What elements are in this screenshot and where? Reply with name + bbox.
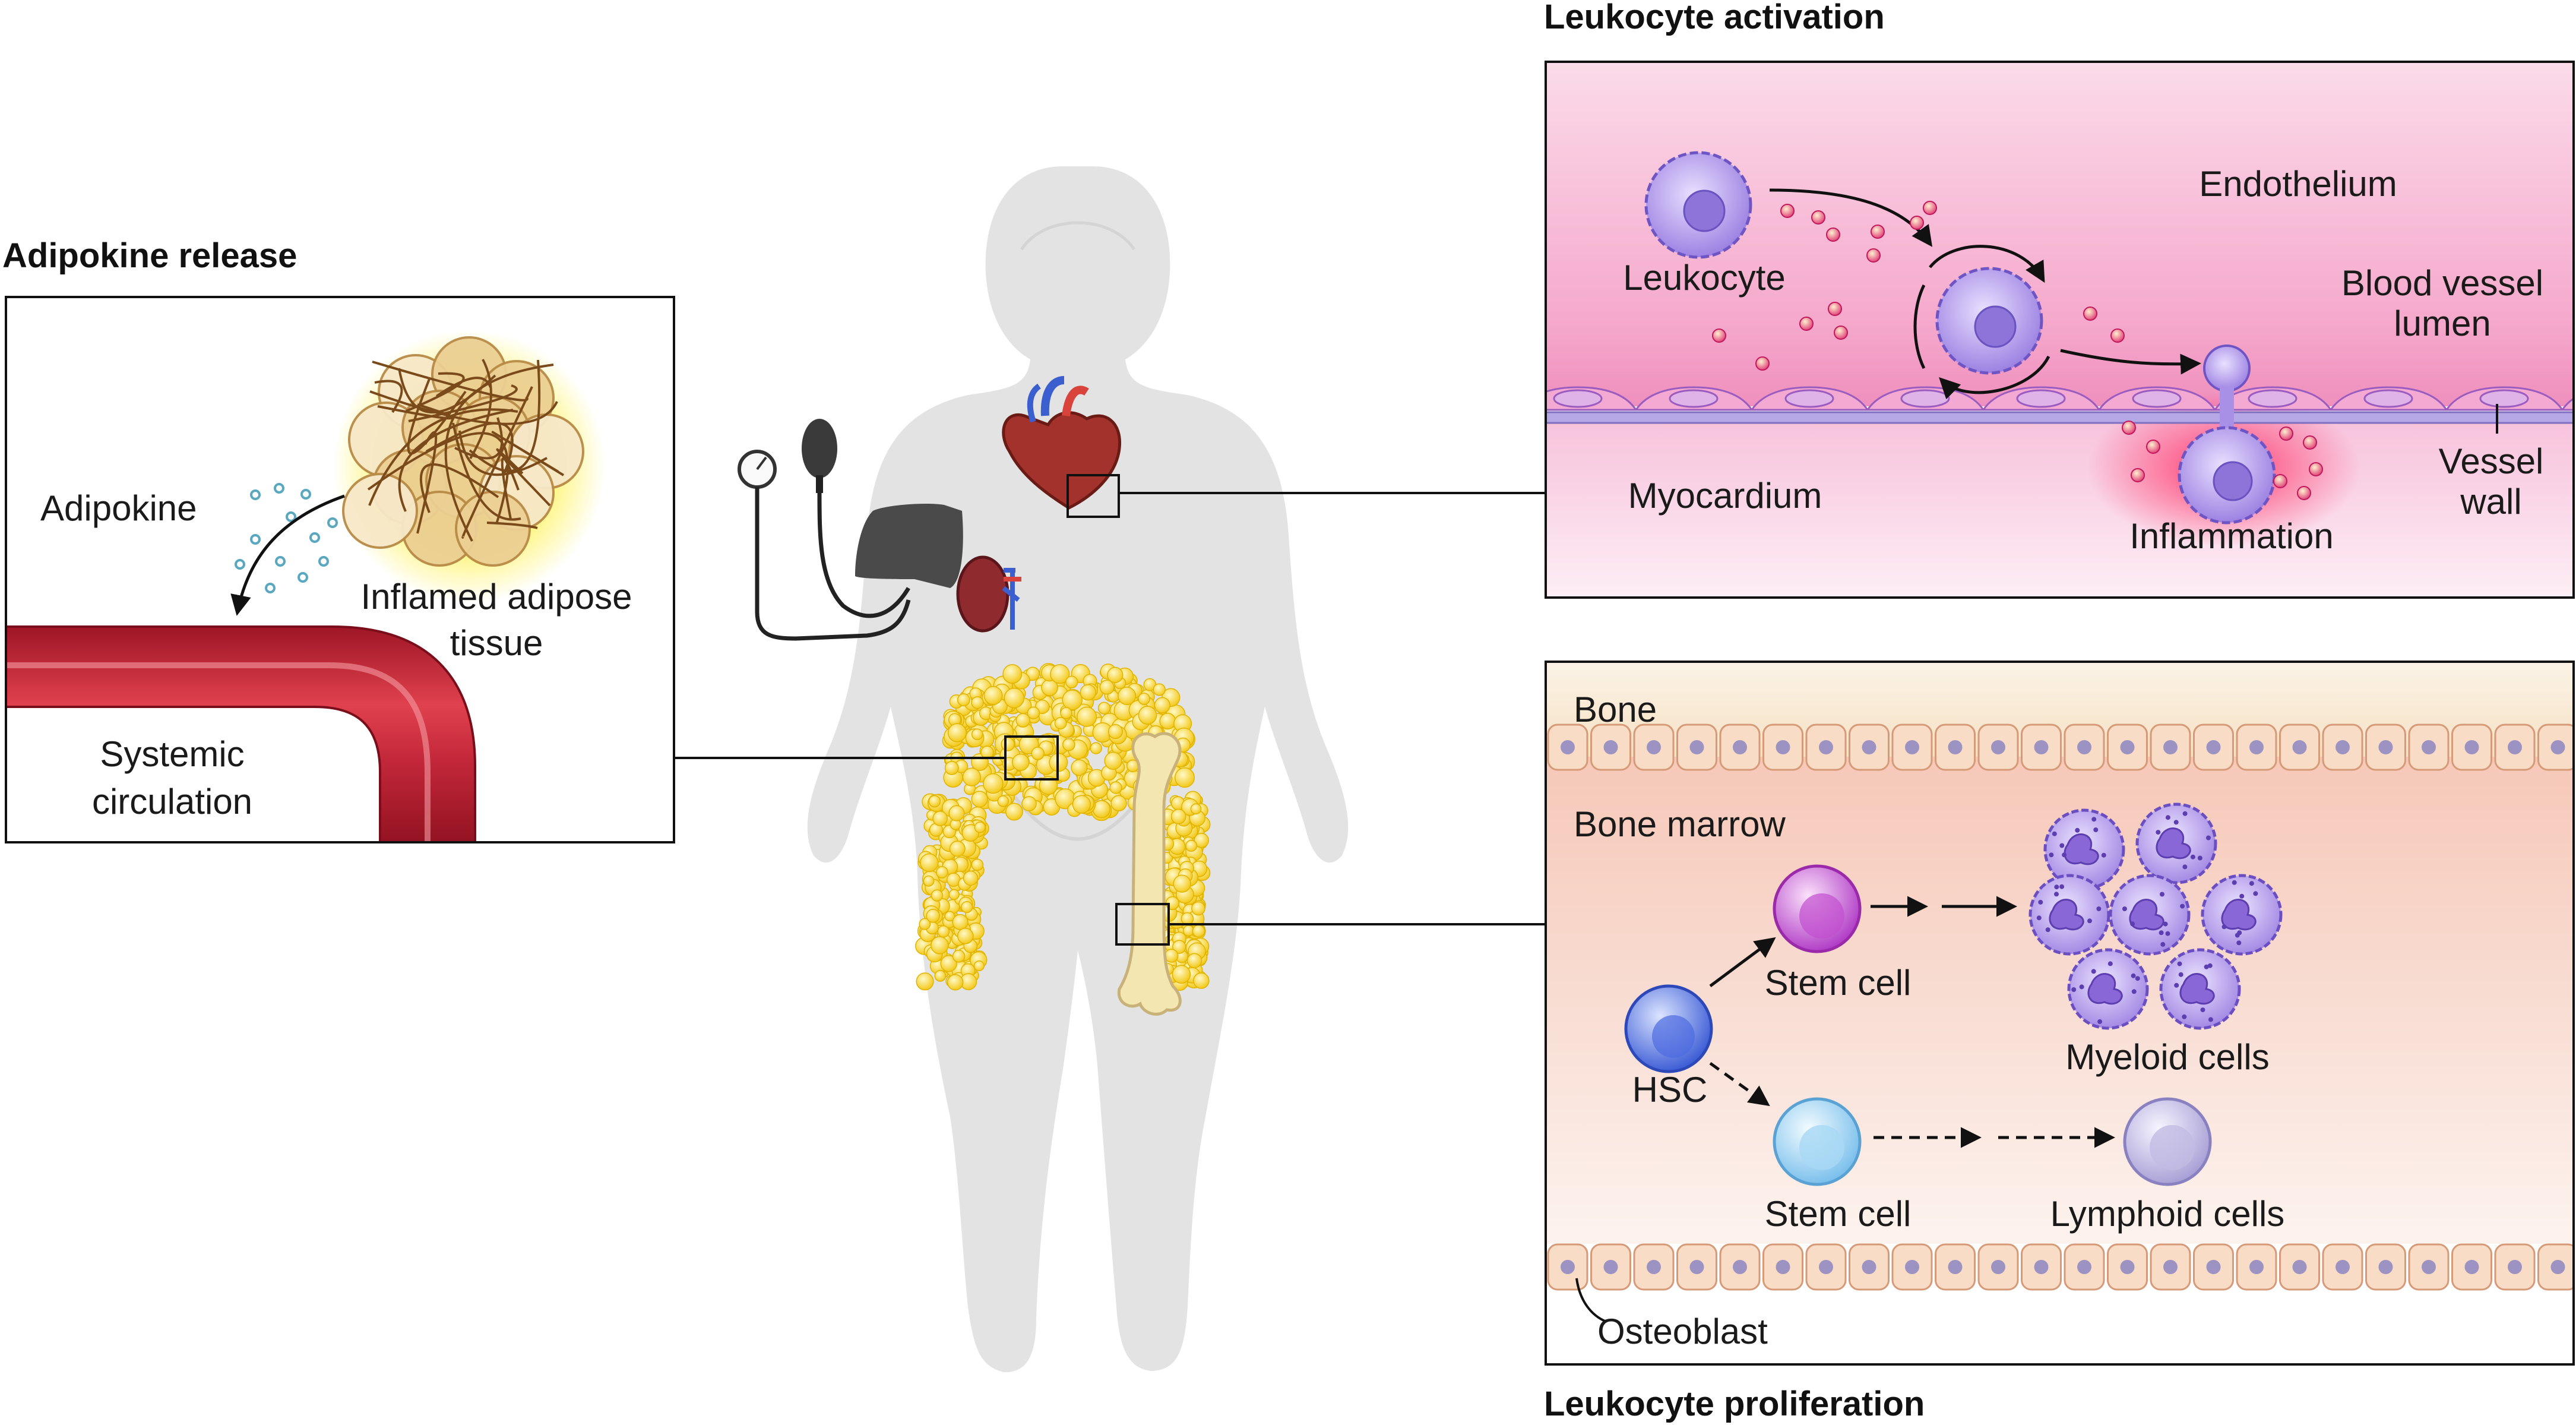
adipokine-panel (5, 296, 675, 843)
hsc-cell (1624, 984, 1713, 1073)
myeloid-label: Myeloid cells (2065, 1037, 2269, 1077)
hsc-label: HSC (1632, 1070, 1708, 1110)
lumen-label-line2: lumen (2394, 304, 2490, 343)
circulation-label-line1: Systemic (100, 734, 244, 774)
hsc-to-lymphoid-stem-arrow (1709, 1061, 1770, 1107)
circulation-label-line2: circulation (92, 782, 252, 821)
lumen-label-line1: Blood vessel (2341, 263, 2543, 303)
heart-callout-box (1067, 474, 1120, 518)
vessel-wall-label-line1: Vessel (2439, 441, 2544, 481)
inflamed-adipose-tissue (342, 336, 584, 567)
transmigrating-leukocyte (2178, 345, 2276, 524)
vessel-wall-label-line2: wall (2460, 482, 2521, 522)
adipokine-label: Adipokine (40, 488, 197, 528)
myeloid-stem-cell (1773, 864, 1862, 953)
leukocyte-label: Leukocyte (1623, 258, 1786, 298)
tissue-label-line1: Inflamed adipose (361, 577, 632, 617)
adipokine-particles (235, 483, 338, 593)
activation-panel-title: Leukocyte activation (1544, 0, 1885, 36)
proliferation-panel (1545, 661, 2575, 1366)
osteoblast-label: Osteoblast (1597, 1312, 1768, 1351)
osteoblast-row-bottom (1547, 1243, 2574, 1291)
blood-pressure-cuff-icon (738, 419, 963, 641)
lymphoid-label: Lymphoid cells (2050, 1194, 2285, 1234)
tissue-label-line2: tissue (450, 623, 543, 663)
adipokine-arrow (230, 494, 345, 616)
heart-icon (1002, 376, 1122, 510)
bone-label: Bone (1574, 690, 1657, 729)
endothelium-label: Endothelium (2199, 164, 2397, 204)
rolling-arrow-circle (1929, 245, 2045, 283)
myeloid-cells (2028, 802, 2283, 1030)
activation-arrow-2 (2060, 349, 2201, 375)
activation-panel (1545, 61, 2575, 599)
hsc-to-myeloid-stem-arrow (1709, 937, 1776, 988)
systemic-vessel (6, 625, 476, 842)
thigh-fat (915, 791, 1211, 992)
myocardium-label: Myocardium (1628, 476, 1822, 516)
endothelium-layer (1546, 386, 2574, 411)
proliferation-panel-title: Leukocyte proliferation (1544, 1385, 1925, 1423)
chemokine-dots (1712, 201, 2323, 500)
rolling-leukocyte-cell (1935, 267, 2043, 375)
stem-cell-top-label: Stem cell (1765, 963, 1912, 1003)
bone-marrow-label: Bone marrow (1574, 804, 1786, 844)
lymphoid-cell (2123, 1097, 2212, 1186)
kidney-icon (956, 555, 1021, 633)
leukocyte-cell (1644, 151, 1752, 259)
adipokine-panel-title: Adipokine release (2, 236, 297, 275)
stem-cell-bottom-label: Stem cell (1765, 1194, 1912, 1234)
lymphoid-stem-cell (1773, 1097, 1862, 1186)
osteoblast-row-top (1547, 723, 2574, 771)
inflammation-label: Inflammation (2129, 516, 2333, 556)
